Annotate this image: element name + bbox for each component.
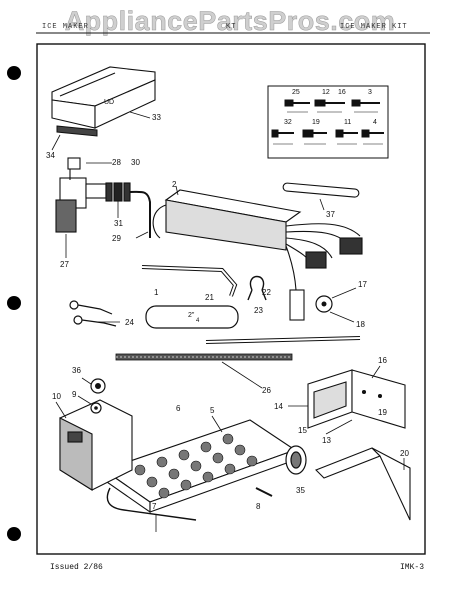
part-34-strip xyxy=(56,125,98,137)
callout-18: 18 xyxy=(356,320,365,329)
callout-33: 33 xyxy=(152,113,161,122)
part-24-springs xyxy=(69,300,117,327)
callout-24: 24 xyxy=(125,318,134,327)
part-9-cam xyxy=(90,402,102,414)
header-right: ICE MAKER KIT xyxy=(340,23,408,31)
callout-31: 31 xyxy=(114,219,123,228)
callout-19-screw: 19 xyxy=(312,119,320,126)
callout-17: 17 xyxy=(358,280,367,289)
callout-28: 28 xyxy=(112,158,121,167)
watermark: AppliancePartsPros.com xyxy=(64,6,396,37)
part-28-nut xyxy=(67,157,81,170)
part-5-ice-mold xyxy=(102,419,297,514)
callout-2: 2 xyxy=(172,180,177,189)
callout-37: 37 xyxy=(326,210,335,219)
diagram-frame xyxy=(36,43,426,555)
part-2-harness xyxy=(152,189,363,321)
part-14-bracket xyxy=(307,369,406,429)
callout-9: 9 xyxy=(72,390,77,399)
callout-23: 23 xyxy=(254,306,263,315)
footer-page: IMK-3 xyxy=(400,563,425,572)
binder-hole-bottom xyxy=(7,527,21,541)
callout-6: 6 xyxy=(176,404,181,413)
callout-30: 30 xyxy=(131,158,140,167)
header-center: KT xyxy=(226,23,237,31)
part-35-retainer xyxy=(285,445,307,475)
part-36-gear xyxy=(90,378,106,394)
footer-issued: Issued 2/86 xyxy=(50,563,103,572)
part-37-tube xyxy=(282,182,360,198)
callout-16: 16 xyxy=(378,356,387,365)
callout-11: 11 xyxy=(344,119,352,126)
part-7-wire xyxy=(106,487,197,521)
part-27-water-valve xyxy=(55,157,151,238)
part-23-clip xyxy=(247,275,267,301)
callout-22: 22 xyxy=(262,288,271,297)
callout-34: 34 xyxy=(46,151,55,160)
callout-7: 7 xyxy=(152,502,157,511)
header-left: ICE MAKER xyxy=(42,23,89,31)
screw-legend-box xyxy=(267,85,389,159)
screws xyxy=(271,99,384,138)
binder-hole-middle xyxy=(7,296,21,310)
callout-13: 13 xyxy=(322,436,331,445)
callout-16-screw: 16 xyxy=(338,89,346,96)
part-13-shelf xyxy=(315,447,411,521)
callout-20: 20 xyxy=(400,449,409,458)
tube-marking: 2" xyxy=(188,312,195,319)
part-1-tube xyxy=(145,305,239,329)
callout-36: 36 xyxy=(72,366,81,375)
part-17-grommet xyxy=(315,295,333,313)
callout-8: 8 xyxy=(256,502,261,511)
callout-32: 32 xyxy=(284,119,292,126)
part-33-ice-bin: UD xyxy=(51,66,156,129)
callout-35: 35 xyxy=(296,486,305,495)
callout-25: 25 xyxy=(292,89,300,96)
callout-5: 5 xyxy=(210,406,215,415)
svg-text:UD: UD xyxy=(104,99,114,106)
part-26-heater-strip xyxy=(115,353,293,361)
callout-15: 15 xyxy=(298,426,307,435)
callout-14: 14 xyxy=(274,402,283,411)
callout-26: 26 xyxy=(262,386,271,395)
part-8-shaft xyxy=(255,487,273,497)
callout-4: 4 xyxy=(373,119,377,126)
callout-12: 12 xyxy=(322,89,330,96)
callout-19: 19 xyxy=(378,408,387,417)
callout-1: 1 xyxy=(154,288,159,297)
callout-3: 3 xyxy=(368,89,372,96)
tube-marking-denominator: 4 xyxy=(196,318,200,324)
callout-21: 21 xyxy=(205,293,214,302)
callout-27: 27 xyxy=(60,260,69,269)
callout-29: 29 xyxy=(112,234,121,243)
callout-10: 10 xyxy=(52,392,61,401)
binder-hole-top xyxy=(7,66,21,80)
part-10-motor-housing xyxy=(59,399,133,491)
